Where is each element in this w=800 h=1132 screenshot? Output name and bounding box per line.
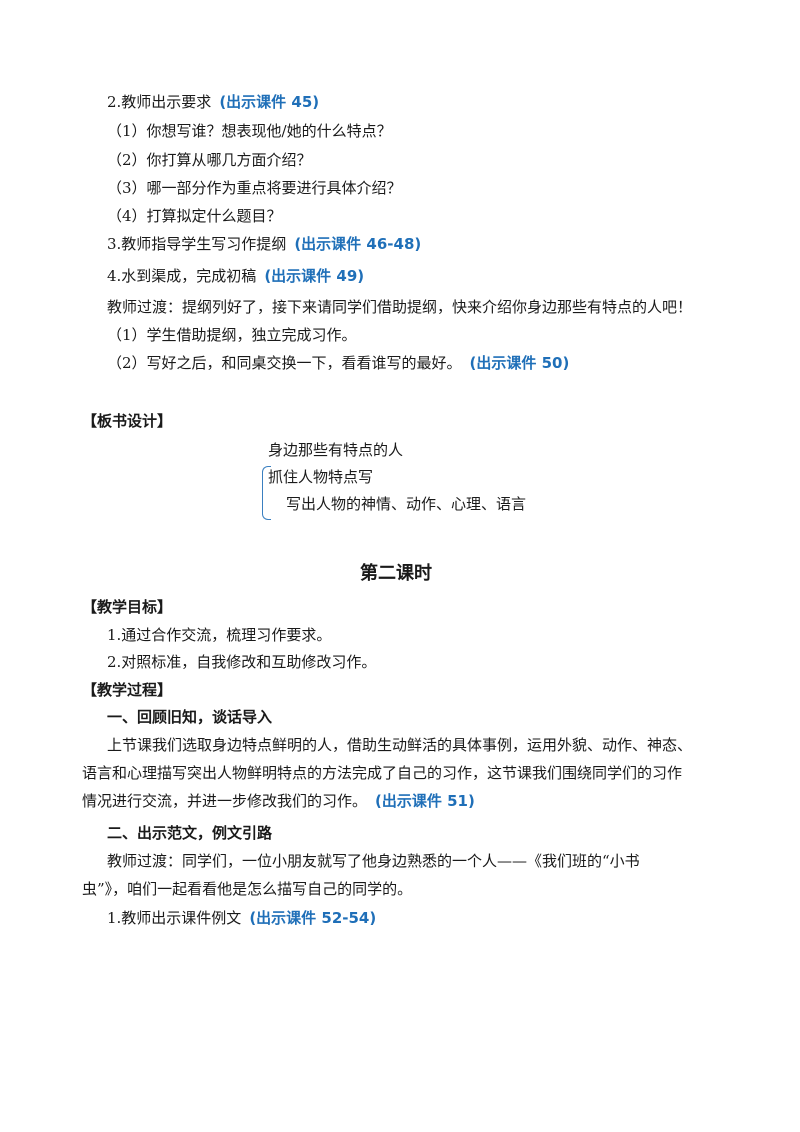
goal-1: 1.通过合作交流，梳理习作要求。 [107,626,332,644]
question-1: （1）你想写谁？想表现他/她的什么特点？ [107,122,392,140]
part-2-step-1: 1.教师出示课件例文 (出示课件 52-54) [107,908,376,928]
courseware-ref-49: (出示课件 49) [264,267,365,285]
board-line-2: 写出人物的神情、动作、心理、语言 [286,495,527,513]
question-4: （4）打算拟定什么题目？ [107,207,282,225]
courseware-ref-52-54: (出示课件 52-54) [249,909,377,927]
board-design-heading: 【板书设计】 [82,412,173,430]
part-2-line-1: 教师过渡：同学们，一位小朋友就写了他身边熟悉的一个人——《我们班的“小书 [107,852,640,870]
practice-2-text: （2）写好之后，和同桌交换一下，看看谁写的最好。 [107,354,462,372]
board-line-1: 抓住人物特点写 [268,468,374,486]
question-3: （3）哪一部分作为重点将要进行具体介绍？ [107,179,402,197]
part-2-line-2: 虫”》，咱们一起看看他是怎么描写自己的同学的。 [82,880,413,898]
goal-2: 2.对照标准，自我修改和互助修改习作。 [107,653,377,671]
step-3-text: 3.教师指导学生写习作提纲 [107,235,287,253]
step-3: 3.教师指导学生写习作提纲 (出示课件 46-48) [107,234,421,254]
part-1-line-2: 语言和心理描写突出人物鲜明特点的方法完成了自己的习作，这节课我们围绕同学们的习作 [82,764,683,782]
part-1-line-3-text: 情况进行交流，并进一步修改我们的习作。 [82,792,368,810]
part-1-line-1: 上节课我们选取身边特点鲜明的人，借助生动鲜活的具体事例，运用外貌、动作、神态、 [107,736,693,754]
courseware-ref-50: (出示课件 50) [469,354,570,372]
step-4-text: 4.水到渠成，完成初稿 [107,267,257,285]
part-1-line-3: 情况进行交流，并进一步修改我们的习作。 (出示课件 51) [82,791,475,811]
practice-1: （1）学生借助提纲，独立完成习作。 [107,326,357,344]
step-2: 2.教师出示要求 (出示课件 45) [107,92,319,112]
part-1-heading: 一、回顾旧知，谈话导入 [107,708,273,726]
board-brace [262,466,271,520]
step-4: 4.水到渠成，完成初稿 (出示课件 49) [107,266,364,286]
question-2: （2）你打算从哪几方面介绍？ [107,151,312,169]
courseware-ref-46-48: (出示课件 46-48) [294,235,422,253]
board-title: 身边那些有特点的人 [268,441,404,459]
teacher-transition: 教师过渡：提纲列好了，接下来请同学们借助提纲，快来介绍你身边那些有特点的人吧！ [107,298,693,316]
part-2-heading: 二、出示范文，例文引路 [107,824,273,842]
courseware-ref-45: (出示课件 45) [219,93,320,111]
step-2-text: 2.教师出示要求 [107,93,212,111]
courseware-ref-51: (出示课件 51) [375,792,475,810]
part-2-step-1-text: 1.教师出示课件例文 [107,909,242,927]
practice-2: （2）写好之后，和同桌交换一下，看看谁写的最好。 (出示课件 50) [107,353,569,373]
goals-heading: 【教学目标】 [82,598,173,616]
process-heading: 【教学过程】 [82,681,173,699]
lesson-2-title: 第二课时 [360,563,432,584]
